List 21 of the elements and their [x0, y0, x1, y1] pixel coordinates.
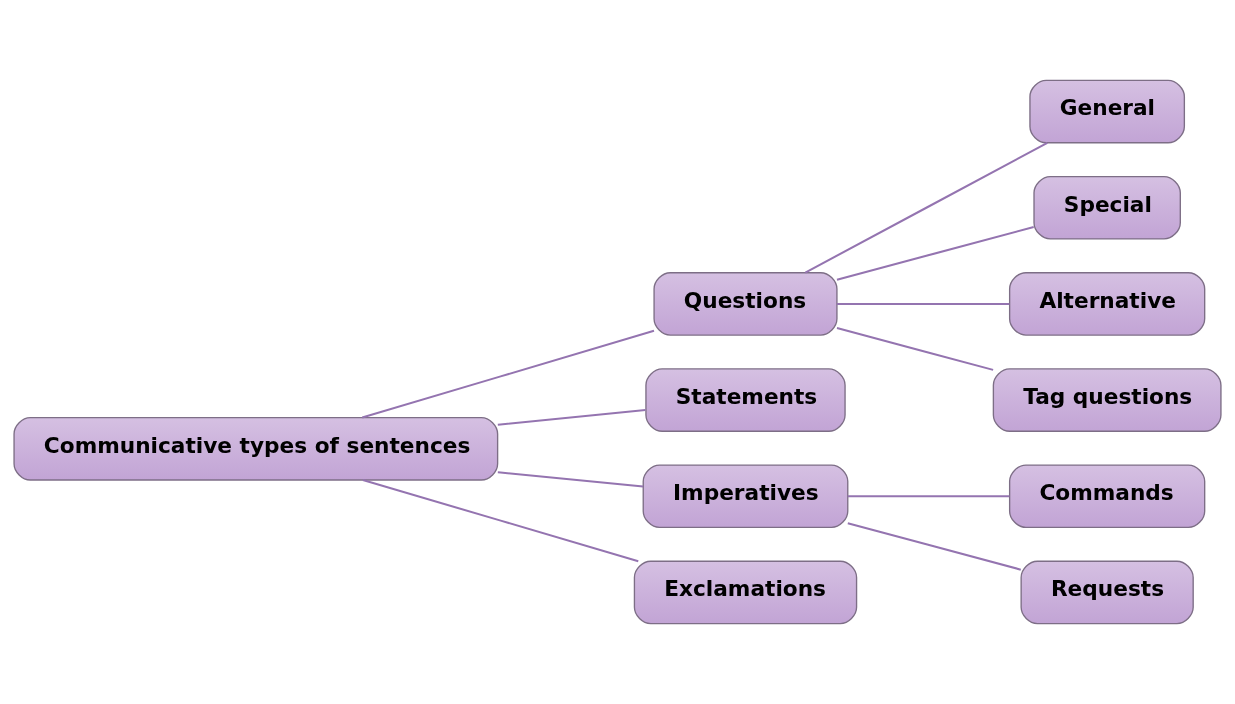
connector — [836, 226, 1034, 281]
node-box: Statements — [645, 368, 846, 432]
node-box: Communicative types of sentences — [13, 417, 499, 481]
node-box: Exclamations — [633, 560, 858, 625]
node-box: Imperatives — [642, 464, 849, 529]
connector — [804, 142, 1048, 274]
connector — [836, 327, 994, 371]
node-box: Questions — [653, 272, 838, 336]
node-box: Commands — [1008, 464, 1206, 529]
connector — [497, 471, 644, 488]
node-box: General — [1029, 79, 1186, 144]
connector — [362, 479, 639, 563]
node-box: Alternative — [1008, 272, 1206, 336]
connector — [847, 522, 1022, 571]
connector — [836, 302, 1010, 305]
connector — [361, 329, 655, 419]
connector — [847, 495, 1010, 498]
node-box: Special — [1033, 175, 1181, 240]
connector — [497, 408, 646, 426]
node-box: Tag questions — [992, 368, 1222, 432]
node-box: Requests — [1020, 560, 1194, 625]
